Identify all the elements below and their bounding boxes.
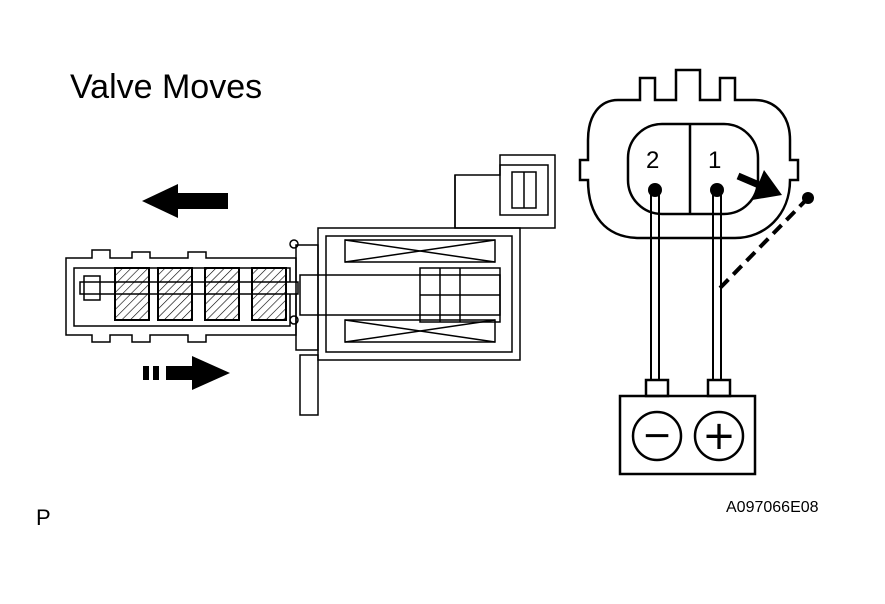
plus-symbol: +: [702, 413, 736, 459]
pin-label-2: 2: [646, 147, 659, 174]
battery-negative-terminal: [631, 410, 683, 462]
corner-label: P: [36, 505, 51, 530]
battery: [618, 378, 757, 476]
valve-right-dashed-arrow: [143, 356, 230, 390]
disconnect-arrow: [736, 170, 782, 200]
battery-positive-terminal: [693, 410, 745, 462]
lead-end-dot: [802, 192, 814, 204]
solenoid-connector: [578, 68, 800, 240]
test-leads: [650, 190, 810, 385]
figure-code: A097066E08: [726, 499, 819, 516]
oil-control-valve: [65, 154, 556, 416]
pin-label-1: 1: [708, 147, 721, 174]
minus-symbol: −: [642, 415, 672, 456]
valve-left-arrow: [142, 184, 228, 218]
diagram-title: Valve Moves: [70, 68, 263, 106]
